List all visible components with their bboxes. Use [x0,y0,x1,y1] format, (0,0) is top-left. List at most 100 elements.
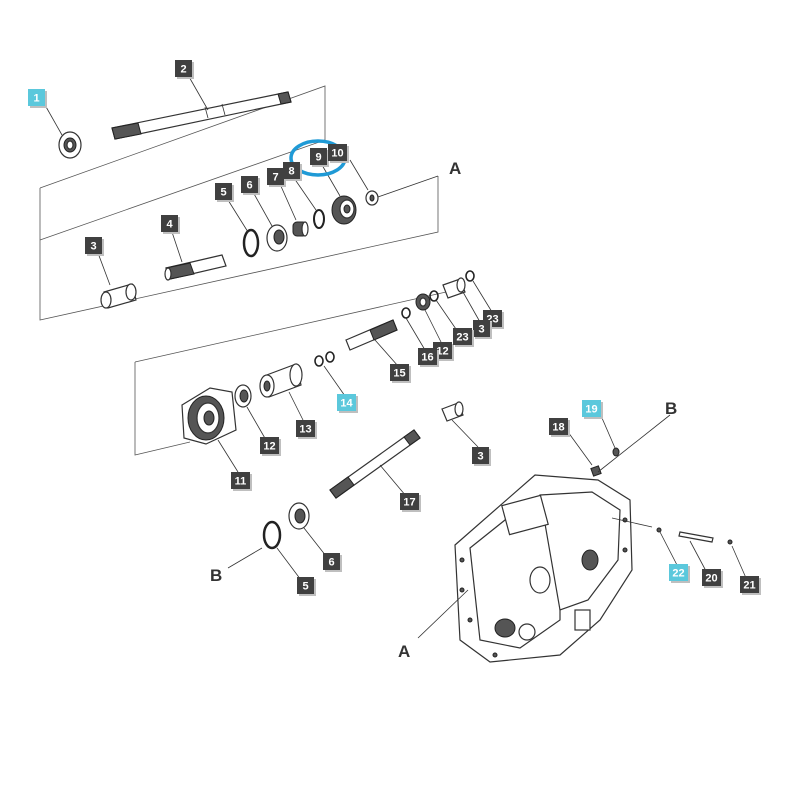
part-14-rings [314,351,335,367]
callout-label-box [161,215,178,232]
callout-label-text: 18 [552,422,564,434]
part-3-sleeve-right [442,277,466,299]
callout-label-box [549,418,568,435]
callout-label-9: 9 [310,148,329,167]
callout-label-box [453,328,472,345]
callout-label-box [267,168,284,185]
callout-label-text: 6 [246,180,252,192]
letter-b-left: B [210,566,222,585]
callout-label-box [283,162,300,179]
callout-label-text: 11 [235,476,247,488]
letter-a-bottom: A [398,642,410,661]
callout-label-3: 3 [472,447,491,466]
part-1-bearing [58,131,82,159]
part-2-shaft [111,91,292,140]
callout-label-11: 11 [231,472,252,491]
callout-label-box [418,348,437,365]
callout-label-text: 12 [263,441,275,453]
callout-label-text: 8 [288,166,294,178]
frame-upper [39,85,326,241]
callout-label-5: 5 [297,577,316,596]
callout-label-7: 7 [267,168,286,187]
callout-label-4: 4 [161,215,180,234]
part-6-bearing-lower [288,502,310,530]
callout-label-23: 23 [453,328,474,347]
section-letters: A B B A [210,159,677,661]
part-13-bushing [259,363,303,398]
callout-label-19: 19 [582,400,603,419]
callout-label-text: 12 [436,346,448,358]
callout-label-6: 6 [323,553,342,572]
callout-label-text: 16 [421,352,433,364]
part-10-washer [365,190,379,206]
callout-label-text: 3 [478,324,484,336]
callout-label-box [582,400,601,417]
callout-label-14: 14 [337,394,358,413]
callout-label-box [390,364,409,381]
callout-label-text: 5 [220,187,226,199]
callout-label-21: 21 [740,576,761,595]
callout-label-text: 10 [331,148,343,160]
callout-label-text: 13 [299,424,311,436]
callout-label-box [337,394,356,411]
callout-label-text: 21 [743,580,755,592]
callout-label-box [323,553,340,570]
callout-label-3: 3 [473,320,492,339]
callout-label-box [175,60,192,77]
callout-label-box [328,144,347,161]
part-16-oring [401,307,411,319]
callout-label-8: 8 [283,162,302,181]
part-12-bearing-upper [415,293,431,311]
callout-label-text: 4 [166,219,173,231]
part-5-snap-ring [242,228,260,258]
callout-label-text: 3 [477,451,483,463]
part-4-shaft [164,254,227,281]
leader-lines [44,74,747,639]
transmission-housing [454,474,633,663]
callout-label-text: 20 [705,573,717,585]
callout-label-box [28,89,45,106]
part-3-sleeve-lower [441,401,464,422]
part-21-pin-end [727,539,733,545]
part-8-ring [313,209,325,229]
callout-label-17: 17 [400,493,421,512]
callout-label-12: 12 [260,437,281,456]
frame-lower [134,289,456,456]
callout-label-box [740,576,759,593]
callout-label-1: 1 [28,89,47,108]
letter-a-top: A [449,159,461,178]
callout-label-text: 15 [393,368,405,380]
part-17-shaft [329,429,421,499]
part-19-screw [612,447,620,457]
callout-label-15: 15 [390,364,411,383]
part-22-pin-end [656,527,662,533]
callout-label-5: 5 [215,183,234,202]
part-15-shaft [345,319,398,351]
frame-middle [39,176,439,321]
callout-label-box [241,176,258,193]
callout-label-20: 20 [702,569,723,588]
callout-label-box [215,183,232,200]
callout-label-box [231,472,250,489]
callout-label-12: 12 [433,342,454,361]
part-5-snap-ring-lower [262,520,282,550]
callout-label-box [473,320,490,337]
callout-label-16: 16 [418,348,439,367]
callout-label-box [472,447,489,464]
part-18-plug [590,465,602,477]
callout-label-10: 10 [328,144,349,163]
part-9-gear [331,195,357,225]
callout-label-6: 6 [241,176,260,195]
part-23-oring-left [429,290,439,302]
part-20-pin [678,531,714,543]
callout-label-text: 1 [33,93,39,105]
callout-label-18: 18 [549,418,570,437]
callout-label-text: 23 [456,332,468,344]
callout-label-text: 7 [272,172,278,184]
part-12-bearing-lower [234,384,252,408]
callout-label-3: 3 [85,237,104,256]
callout-label-box [669,564,688,581]
